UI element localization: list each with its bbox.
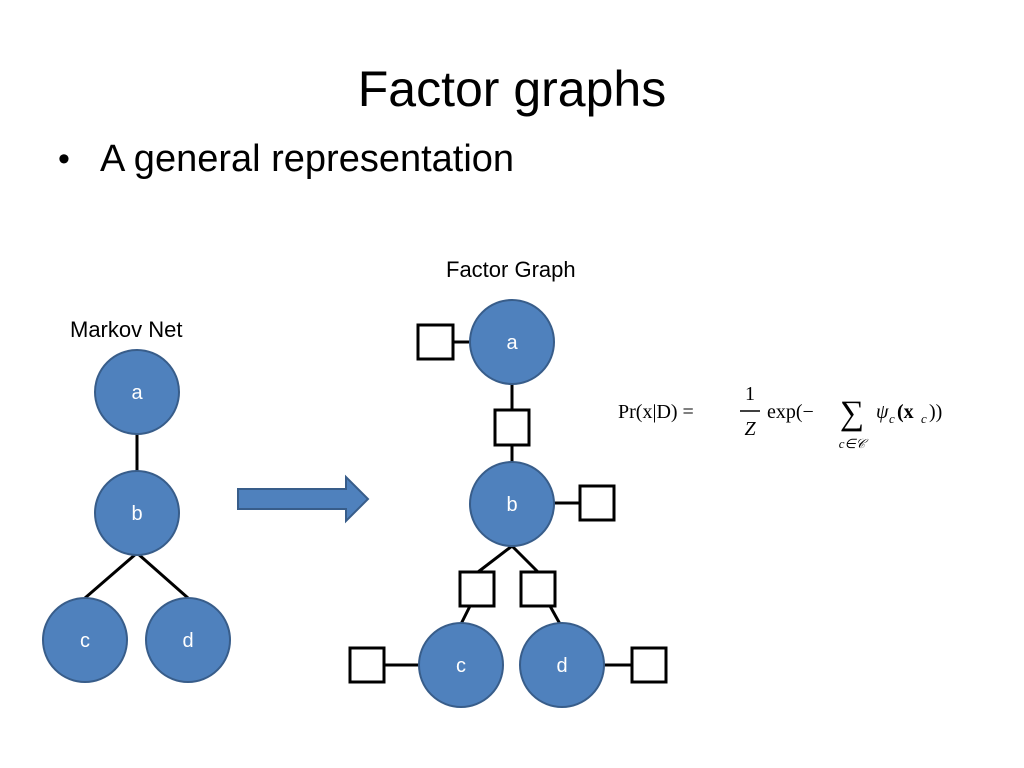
markov-edge-b-c — [84, 551, 138, 600]
slide-title: Factor graphs — [357, 61, 667, 117]
markov-node-a-label: a — [131, 382, 143, 404]
formula-lhs: Pr(x|D) = — [618, 401, 694, 423]
markov-node-b-label: b — [131, 503, 142, 525]
factor-box-b — [578, 484, 616, 522]
factor-box-d — [630, 646, 668, 684]
factor-edge-fbc-c — [459, 605, 472, 625]
factor-box-bd — [519, 570, 557, 608]
markov-node-d-label: d — [182, 630, 193, 652]
formula-psi-sub: c — [889, 411, 895, 426]
factor-box-c — [348, 646, 386, 684]
formula-denominator: Z — [744, 418, 756, 440]
formula-arg: (x — [897, 401, 914, 423]
factor-node-a-label: a — [506, 332, 518, 354]
factor-edge-b-fbc — [477, 544, 513, 574]
factor-edge-fbd-d — [548, 605, 562, 625]
factor-box-bc — [458, 570, 496, 608]
markov-node-c-label: c — [80, 630, 90, 652]
factor-box-a — [416, 323, 455, 361]
markov-node-c: c — [42, 597, 128, 683]
probability-formula: Pr(x|D) = 1 Z exp(− ∑ c∈𝒞 ψ c (x c )) — [618, 383, 942, 451]
markov-node-b: b — [94, 470, 180, 556]
formula-arg-sub: c — [921, 411, 927, 426]
bullet-text: A general representation — [100, 138, 515, 180]
factor-node-b-label: b — [506, 494, 517, 516]
factor-node-b: b — [469, 461, 555, 547]
markov-net-label: Markov Net — [70, 317, 182, 342]
factor-node-a: a — [469, 299, 555, 385]
markov-node-d: d — [145, 597, 231, 683]
markov-node-a: a — [94, 349, 180, 435]
formula-psi: ψ — [876, 401, 889, 423]
factor-node-c: c — [418, 622, 504, 708]
factor-node-c-label: c — [456, 655, 466, 677]
formula-exp: exp(− — [767, 401, 814, 423]
formula-numerator: 1 — [745, 383, 755, 405]
transform-arrow-icon — [237, 474, 370, 524]
bullet-item: • A general representation — [58, 138, 514, 181]
factor-node-d: d — [519, 622, 605, 708]
formula-sum-sub: c∈𝒞 — [839, 436, 869, 451]
factor-graph-label: Factor Graph — [446, 257, 576, 282]
markov-edge-b-d — [136, 551, 189, 600]
formula-sum-icon: ∑ — [840, 395, 864, 432]
factor-node-d-label: d — [556, 655, 567, 677]
factor-box-ab — [493, 408, 531, 447]
bullet-dot-icon: • — [58, 140, 70, 178]
factor-edge-b-fbd — [510, 544, 540, 574]
formula-close: )) — [929, 401, 942, 423]
